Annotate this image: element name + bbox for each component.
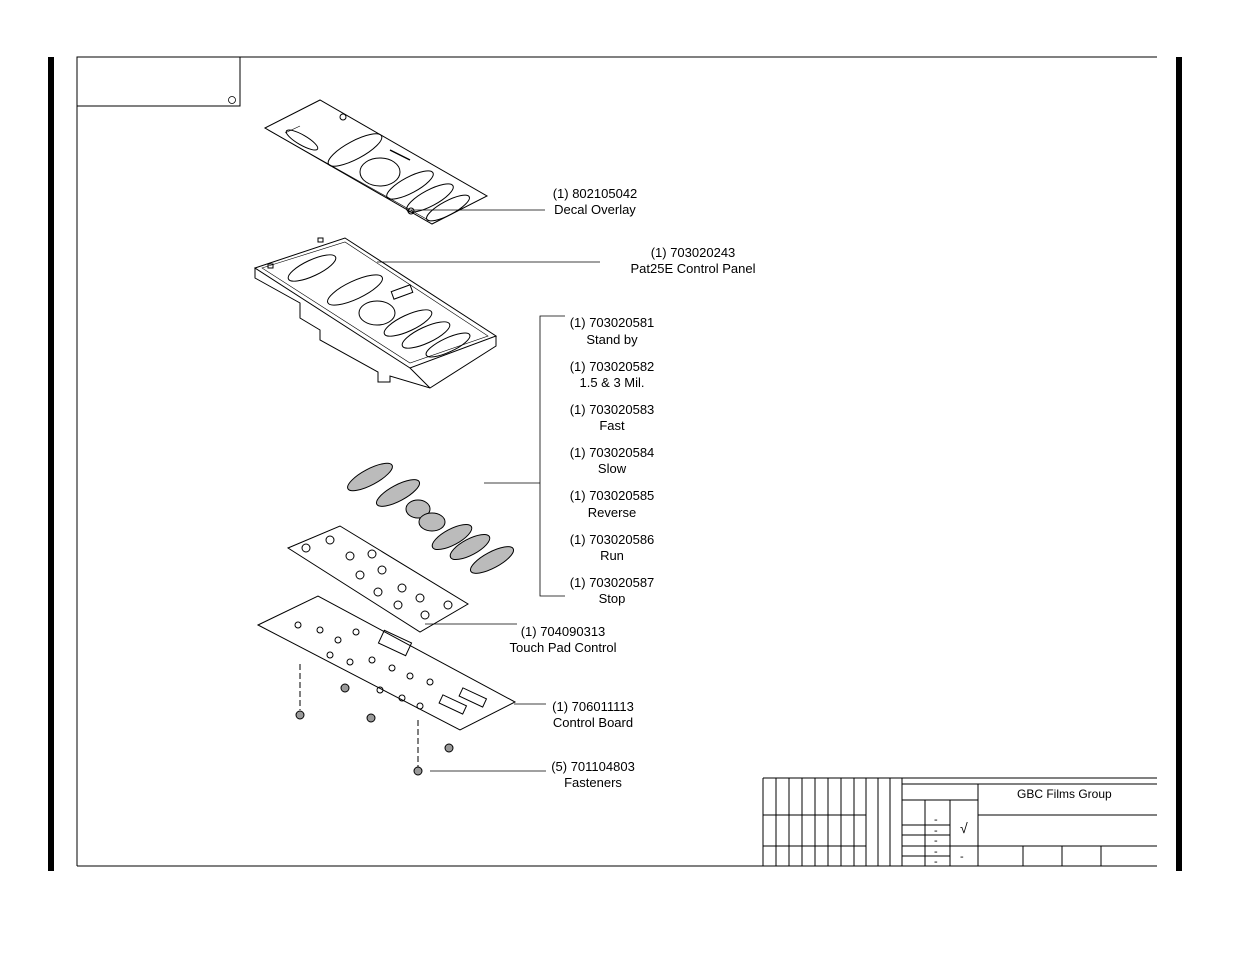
control-board-part-number: (1) 706011113 xyxy=(552,699,634,714)
fasteners-part-number: (5) 701104803 xyxy=(551,759,635,774)
company-name: GBC Films Group xyxy=(1017,787,1112,801)
button-name: 1.5 & 3 Mil. xyxy=(579,375,645,390)
button-callout-standby: (1) 703020581 Stand by xyxy=(563,315,661,348)
title-block-dash: - xyxy=(934,835,938,847)
button-callout-reverse: (1) 703020585 Reverse xyxy=(563,488,661,521)
button-callout-mil: (1) 703020582 1.5 & 3 Mil. xyxy=(563,359,661,391)
button-name: Stop xyxy=(598,591,626,606)
title-block-dash: - xyxy=(934,846,938,858)
button-callout-stop: (1) 703020587 Stop xyxy=(563,575,661,607)
touch-pad-callout: (1) 704090313 Touch Pad Control xyxy=(503,624,623,656)
button-part-number: (1) 703020585 xyxy=(569,488,655,503)
button-callout-run: (1) 703020586 Run xyxy=(563,532,661,564)
control-panel-part xyxy=(253,237,498,389)
button-name: Stand by xyxy=(586,332,638,347)
fasteners-callout: (5) 701104803 Fasteners xyxy=(543,759,643,791)
control-panel-name: Pat25E Control Panel xyxy=(630,261,756,276)
button-part-number: (1) 703020583 xyxy=(569,402,655,417)
title-block-dash: - xyxy=(934,825,938,837)
decal-overlay-part-number: (1) 802105042 xyxy=(552,186,638,201)
control-board-name: Control Board xyxy=(552,715,634,730)
title-block-dash: - xyxy=(934,856,938,868)
button-name: Slow xyxy=(597,461,627,476)
button-part-number: (1) 703020584 xyxy=(569,445,655,460)
decal-overlay-part xyxy=(263,99,489,225)
title-block-dash: - xyxy=(934,814,938,826)
touch-pad-part xyxy=(286,525,469,633)
buttons-part xyxy=(347,462,515,574)
touch-pad-part-number: (1) 704090313 xyxy=(520,624,606,639)
button-part-number: (1) 703020581 xyxy=(569,315,655,330)
check-mark: √ xyxy=(960,820,968,836)
leader-lines xyxy=(377,209,600,772)
title-block-dash: - xyxy=(960,851,964,863)
revision-box xyxy=(76,56,241,107)
left-margin-bar xyxy=(48,57,54,871)
title-block-grid xyxy=(762,777,1157,866)
button-part-number: (1) 703020582 xyxy=(569,359,655,374)
decal-overlay-callout: (1) 802105042 Decal Overlay xyxy=(546,186,644,218)
button-callout-slow: (1) 703020584 Slow xyxy=(563,445,661,477)
right-margin-bar xyxy=(1176,57,1182,871)
button-name: Fast xyxy=(599,418,625,433)
touch-pad-name: Touch Pad Control xyxy=(509,640,617,655)
button-part-number: (1) 703020586 xyxy=(569,532,655,547)
control-panel-part-number: (1) 703020243 xyxy=(650,245,736,260)
fasteners-name: Fasteners xyxy=(564,775,622,790)
button-callout-fast: (1) 703020583 Fast xyxy=(563,402,661,434)
control-panel-callout: (1) 703020243 Pat25E Control Panel xyxy=(623,245,763,277)
control-board-callout: (1) 706011113 Control Board xyxy=(543,699,643,731)
fasteners-part xyxy=(295,664,454,776)
revision-box-mark xyxy=(228,96,236,104)
button-name: Run xyxy=(600,548,624,563)
button-part-number: (1) 703020587 xyxy=(569,575,655,590)
decal-overlay-name: Decal Overlay xyxy=(554,202,636,217)
control-board-part xyxy=(256,595,517,731)
button-name: Reverse xyxy=(587,505,637,520)
